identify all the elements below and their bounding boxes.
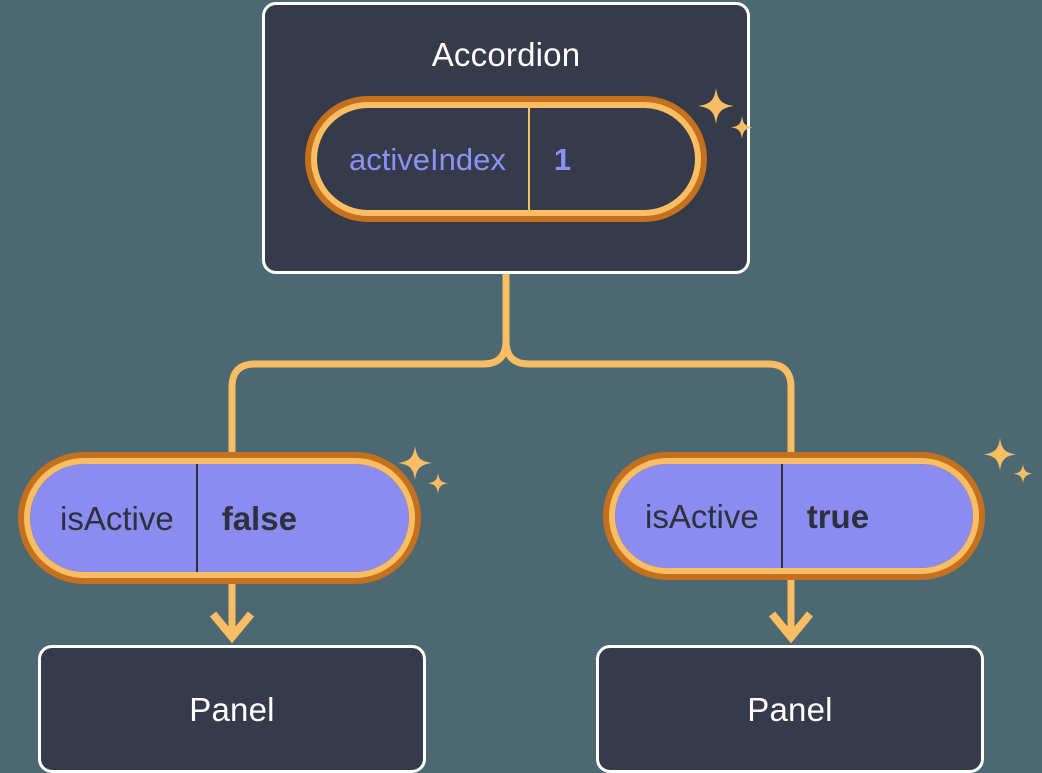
edge-root-to-left: [228, 270, 510, 456]
prop-key-active-index: activeIndex: [349, 141, 506, 177]
node-title-panel-left: Panel: [189, 690, 275, 728]
prop-pill-is-active-right[interactable]: isActive true: [603, 452, 985, 580]
arrow-down-icon-left: [209, 611, 255, 644]
prop-pill-active-index[interactable]: activeIndex 1: [305, 96, 707, 222]
prop-value-is-active-left: false: [195, 464, 329, 572]
prop-pill-is-active-left[interactable]: isActive false: [18, 452, 421, 584]
prop-value-active-index: 1: [527, 108, 605, 210]
prop-key-is-active-left: isActive: [60, 499, 174, 537]
node-title-accordion: Accordion: [431, 36, 581, 73]
component-node-panel-left[interactable]: Panel: [38, 645, 426, 773]
prop-key-is-active-right: isActive: [645, 497, 759, 535]
sparkles-icon: [983, 438, 1033, 484]
edge-root-to-right: [502, 270, 795, 456]
prop-value-is-active-right: true: [780, 464, 901, 568]
arrow-down-icon-right: [768, 611, 814, 644]
node-title-panel-right: Panel: [747, 690, 833, 728]
component-node-panel-right[interactable]: Panel: [596, 645, 984, 773]
